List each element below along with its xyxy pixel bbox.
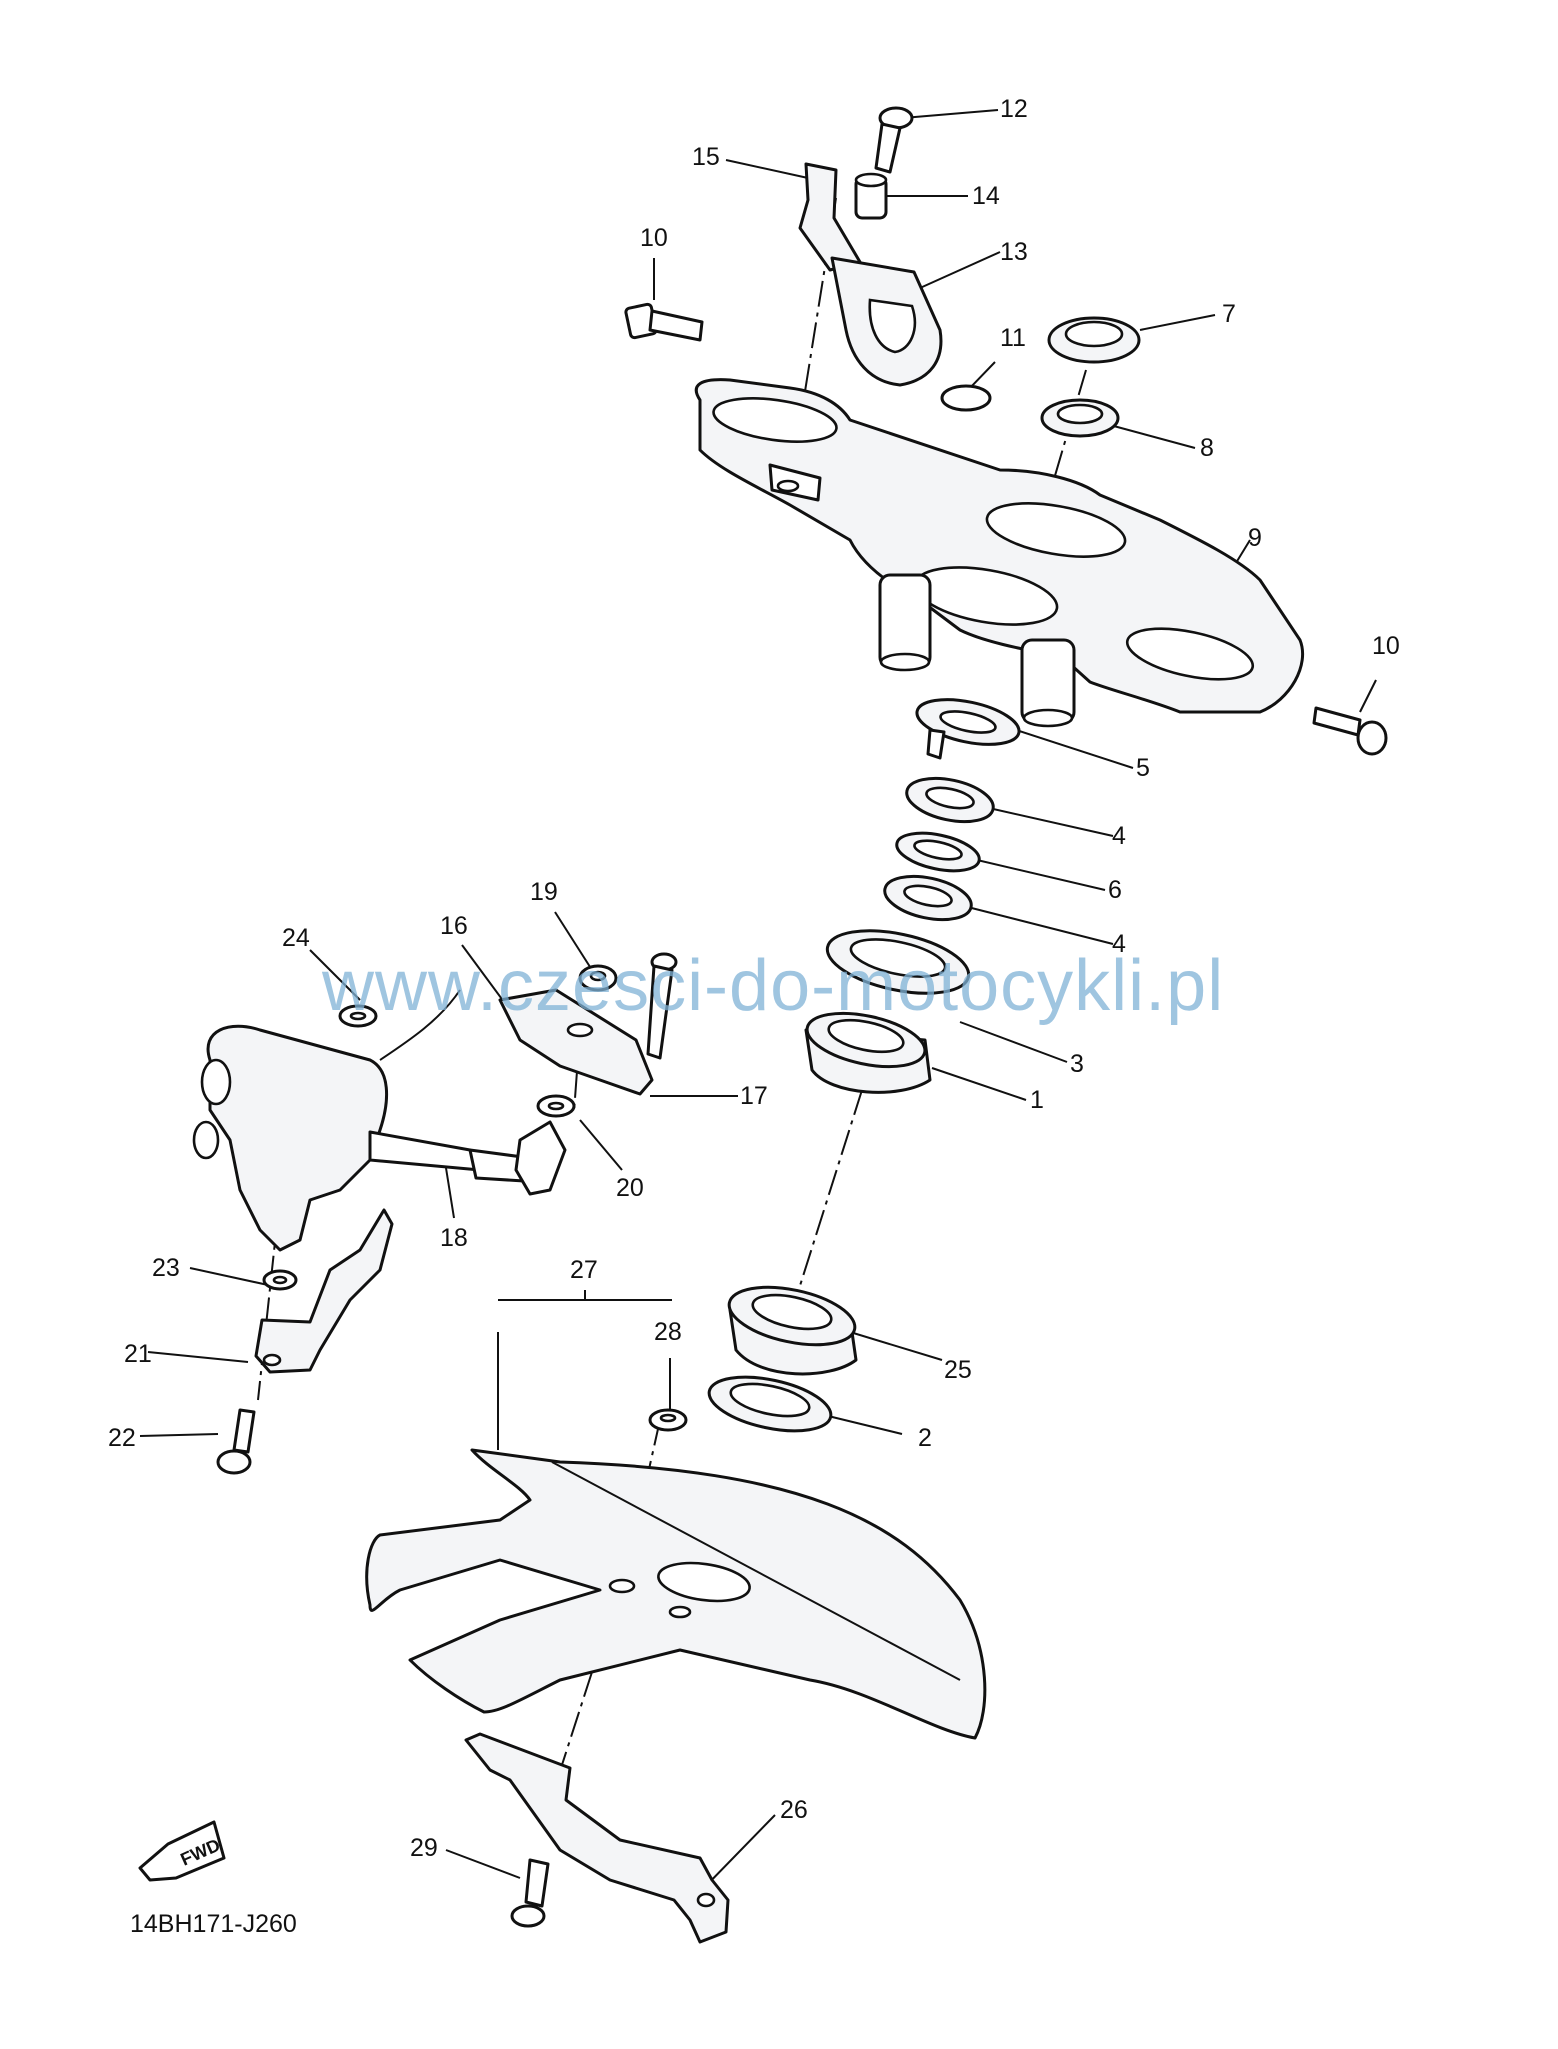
callout: 21 (124, 1340, 152, 1368)
callout: 25 (944, 1356, 972, 1384)
lock-washer-5 (915, 698, 1021, 760)
callout: 5 (1136, 754, 1150, 782)
upper-triple-clamp (694, 378, 1305, 728)
callout: 4 (1112, 930, 1126, 958)
collar-14 (854, 172, 888, 220)
cover-27 (365, 1448, 987, 1740)
callout: 17 (740, 1082, 768, 1110)
bolt-10-left (624, 302, 704, 342)
callout: 11 (1000, 324, 1026, 352)
callout: 10 (640, 224, 668, 252)
callout: 1 (1030, 1086, 1044, 1114)
seal-3 (825, 929, 971, 995)
bearing-1 (804, 1011, 932, 1094)
mount-bracket-21 (254, 1208, 394, 1374)
callout: 8 (1200, 434, 1214, 462)
ring-nut-4-upper (905, 776, 995, 824)
fwd-arrow-icon: FWD (138, 1820, 226, 1882)
washer-8 (1040, 398, 1120, 438)
callout-labels: 12 15 14 10 13 7 11 8 9 10 5 4 6 4 19 24… (108, 95, 1400, 1862)
callout: 18 (440, 1224, 468, 1252)
callout: 26 (780, 1796, 808, 1824)
callout: 15 (692, 143, 720, 171)
bolt-29 (510, 1858, 550, 1928)
callout: 3 (1070, 1050, 1084, 1078)
bolt-10-right (1312, 706, 1388, 756)
drawing-code: 14BH171-J260 (130, 1910, 297, 1938)
callout: 29 (410, 1834, 438, 1862)
watermark: www.czesci-do-motocykli.pl (321, 946, 1224, 1026)
callout: 24 (282, 924, 310, 952)
loop-13 (830, 256, 943, 387)
bracket-15 (798, 162, 862, 272)
callout: 2 (918, 1424, 932, 1452)
callout: 6 (1108, 876, 1122, 904)
callout: 20 (616, 1174, 644, 1202)
callout: 19 (530, 878, 558, 906)
callout: 10 (1372, 632, 1400, 660)
bolt-17 (646, 952, 678, 1060)
callout: 27 (570, 1256, 598, 1284)
callout: 9 (1248, 524, 1262, 552)
washer-6 (895, 831, 981, 873)
washer-20 (536, 1094, 576, 1118)
callout: 7 (1222, 300, 1236, 328)
washer-23 (262, 1269, 298, 1291)
screw-12 (874, 106, 914, 174)
callout: 28 (654, 1318, 682, 1346)
bracket-26 (464, 1732, 730, 1944)
washer-24 (338, 1004, 378, 1028)
callout: 13 (1000, 238, 1028, 266)
damper-bracket-16 (498, 988, 654, 1096)
callout: 12 (1000, 95, 1028, 123)
cap-11 (940, 384, 992, 412)
bearing-25 (727, 1285, 858, 1376)
callout: 23 (152, 1254, 180, 1282)
callout: 14 (972, 182, 1000, 210)
steering-damper-18 (192, 989, 567, 1252)
race-2 (707, 1375, 833, 1433)
ring-nut-4-lower (883, 874, 973, 922)
nut-19 (578, 964, 618, 992)
grommet-28 (648, 1408, 688, 1432)
callout: 16 (440, 912, 468, 940)
callout: 22 (108, 1424, 136, 1452)
bolt-22 (216, 1408, 256, 1475)
callout: 4 (1112, 822, 1126, 850)
nut-7 (1047, 316, 1141, 364)
leader-lines (139, 109, 1377, 1893)
